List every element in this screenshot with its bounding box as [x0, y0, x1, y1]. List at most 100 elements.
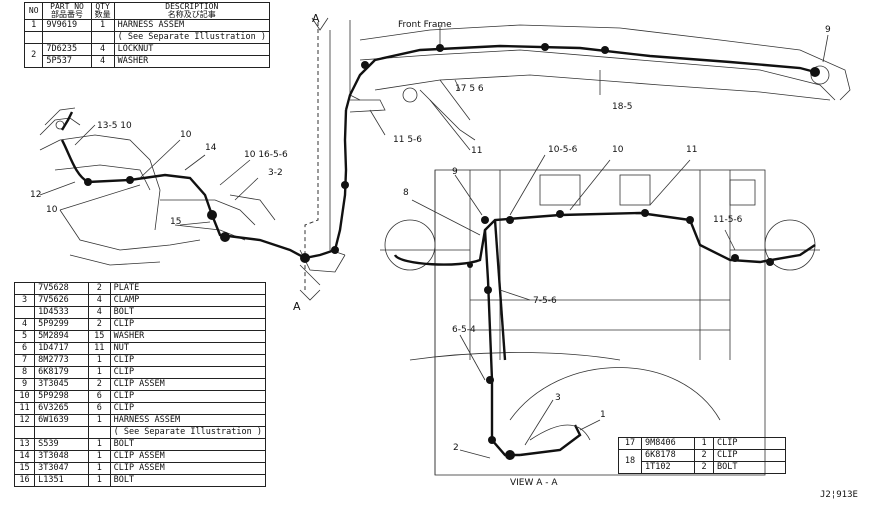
- callout-3-view: 3: [555, 393, 561, 403]
- row-desc: LOCKNUT: [113, 43, 271, 56]
- row-no: 5: [13, 330, 36, 343]
- row-desc: BOLT: [109, 438, 267, 451]
- callout-6-5-4: 6-5-4: [452, 325, 476, 335]
- row-qty: 1: [90, 19, 115, 32]
- row-part: 5P537: [42, 55, 92, 68]
- row-part: L1351: [34, 474, 89, 487]
- callout-9-view: 9: [452, 167, 458, 177]
- callout-2-view: 2: [453, 443, 459, 453]
- table-row: 5P537 4 WASHER: [25, 55, 271, 68]
- table-row: 17 9M8406 1 CLIP: [618, 437, 786, 450]
- table-row: 1T102 2 BOLT: [619, 461, 786, 474]
- callout-11-5-6-view: 11-5-6: [713, 215, 743, 225]
- row-no: [13, 426, 36, 439]
- header-qty-sub: 数量: [94, 10, 111, 19]
- row-no: 16: [13, 474, 36, 487]
- row-no: 3: [13, 294, 36, 307]
- row-qty: 4: [87, 294, 111, 307]
- row-qty: 6: [87, 402, 111, 415]
- row-no: 2: [23, 43, 44, 68]
- callout-10-left: 10: [180, 130, 192, 140]
- row-part: 5P9298: [34, 390, 89, 403]
- row-part: 1D4717: [34, 342, 89, 355]
- header-part-no-sub: 部品番号: [50, 10, 83, 19]
- callout-10-5-6: 10-5-6: [548, 145, 578, 155]
- row-part: 6K8179: [34, 366, 89, 379]
- callout-11-5-6-top: 11 5-6: [393, 135, 423, 145]
- header-desc-text: DESCRIPTION: [165, 2, 219, 11]
- callout-18-5: 18-5: [612, 102, 633, 112]
- row-qty: [90, 31, 115, 44]
- callout-10-lower: 10: [46, 205, 58, 215]
- row-desc: HARNESS ASSEM: [109, 414, 267, 427]
- row-desc: BOLT: [109, 306, 267, 319]
- row-part: 7V5626: [34, 294, 89, 307]
- row-no: 18: [618, 449, 642, 474]
- callout-10-16-5-6: 10 16-5-6: [244, 150, 288, 160]
- row-part: 5P9299: [34, 318, 89, 331]
- row-part: 9V9619: [42, 19, 92, 32]
- header-no: NO: [23, 2, 44, 20]
- harness-wire-front-frame: [344, 44, 816, 111]
- harness-wire-view-a: [393, 211, 816, 266]
- row-part: 3T3045: [34, 378, 89, 391]
- drawing-number: J2¦913E: [820, 490, 858, 500]
- row-qty: 1: [694, 437, 714, 450]
- label-front-frame: Front Frame: [398, 20, 452, 30]
- row-desc: CLIP: [109, 366, 267, 379]
- callout-12: 12: [30, 190, 42, 200]
- row-qty: 15: [87, 330, 111, 343]
- row-desc: CLIP ASSEM: [109, 378, 267, 391]
- row-no: 6: [13, 342, 36, 355]
- row-desc: CLIP: [109, 318, 267, 331]
- row-desc: CLIP: [109, 354, 267, 367]
- row-desc: WASHER: [109, 330, 267, 343]
- row-part: 6V3265: [34, 402, 89, 415]
- row-part: [34, 426, 89, 439]
- callout-3-2: 3-2: [268, 168, 283, 178]
- table-row: 18 6K8178 2 CLIP: [618, 449, 786, 474]
- row-desc: CLAMP: [109, 294, 267, 307]
- row-qty: 1: [87, 462, 111, 475]
- row-part: [42, 31, 92, 44]
- row-desc: CLIP: [713, 437, 786, 450]
- callout-13-5-10: 13-5 10: [97, 121, 132, 131]
- row-qty: 2: [694, 461, 714, 474]
- row-no: 17: [618, 437, 642, 450]
- callout-1-view: 1: [600, 410, 606, 420]
- callout-11-view: 11: [686, 145, 698, 155]
- row-no: 1: [23, 19, 44, 32]
- callout-7-5-6: 7-5-6: [533, 296, 557, 306]
- row-part: 6W1639: [34, 414, 89, 427]
- view-a-a-label: VIEW A - A: [510, 478, 558, 488]
- row-desc: PLATE: [109, 282, 267, 295]
- row-part: 6K8178: [641, 449, 695, 462]
- row-no: 11: [13, 402, 36, 415]
- row-no: [13, 306, 36, 319]
- row-no: 10: [13, 390, 36, 403]
- row-qty: 1: [87, 474, 111, 487]
- row-desc: BOLT: [713, 461, 786, 474]
- row-qty: 1: [87, 414, 111, 427]
- row-part: S539: [34, 438, 89, 451]
- row-qty: [87, 426, 111, 439]
- row-desc: WASHER: [113, 55, 271, 68]
- row-no: 14: [13, 450, 36, 463]
- row-qty: 2: [87, 282, 111, 295]
- row-qty: 4: [87, 306, 111, 319]
- row-no: [13, 282, 36, 295]
- row-part: 9M8406: [641, 437, 695, 450]
- table-row: 1 9V9619 1 HARNESS ASSEM: [23, 19, 271, 32]
